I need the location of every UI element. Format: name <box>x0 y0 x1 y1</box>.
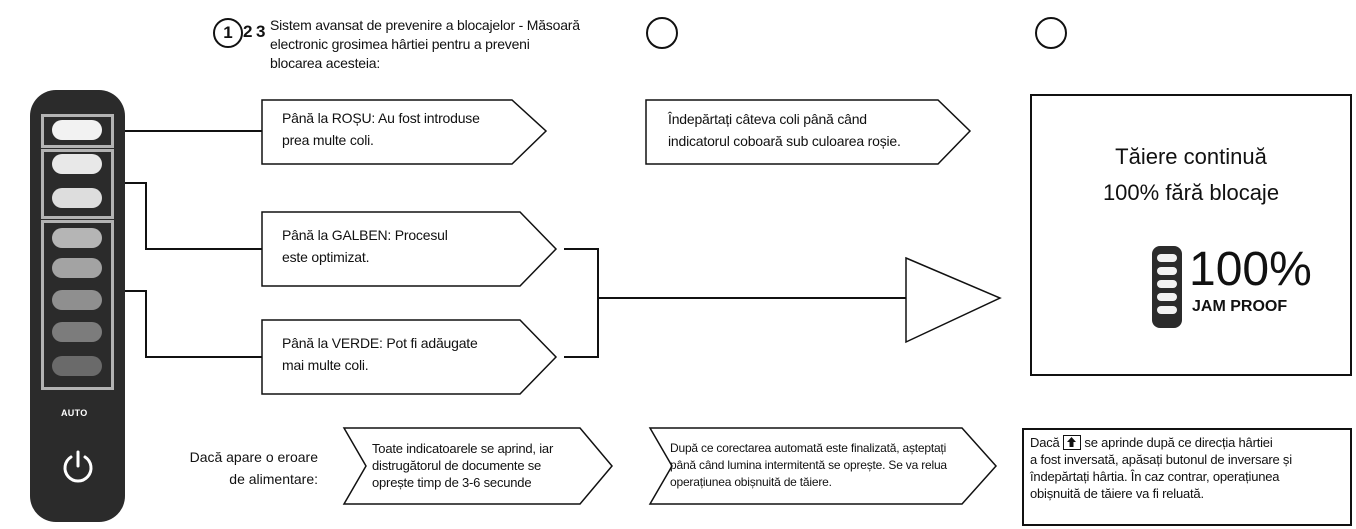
green-level-arrow <box>261 319 558 395</box>
result-line-1: Tăiere continuă <box>1115 144 1267 169</box>
reverse-note-line-1-post: se aprinde după ce direcția hârtiei <box>1084 435 1273 450</box>
yellow-zone-frame <box>41 149 114 219</box>
error-arrow-1 <box>342 427 613 505</box>
power-icon[interactable] <box>59 448 97 486</box>
yellow-level-line-2: este optimizat. <box>282 249 370 265</box>
intro-text: Sistem avansat de prevenire a blocajelor… <box>270 16 580 73</box>
red-level-text: Până la ROȘU: Au fost introduse prea mul… <box>282 107 480 151</box>
jam-proof-badge: JAM PROOF <box>1192 298 1288 315</box>
shredder-control-panel: AUTO <box>30 90 125 522</box>
yellow-level-line-1: Până la GALBEN: Procesul <box>282 227 448 243</box>
mini-led-1 <box>1157 254 1177 262</box>
green-zone-frame <box>41 220 114 390</box>
error-box-2-text: După ce corectarea automată este finaliz… <box>670 440 947 491</box>
step-3-number: 3 <box>256 22 266 41</box>
red-action-arrow <box>645 99 972 165</box>
error-box-1-line-1: Toate indicatoarele se aprind, iar <box>372 441 554 456</box>
led-2 <box>52 154 102 174</box>
red-action-line-2: indicatorul coboară sub culoarea roșie. <box>668 133 901 149</box>
reverse-note-line-1: Dacă se aprinde după ce direcția hârtiei <box>1030 434 1292 451</box>
error-box-2-line-2: până când lumina intermitentă se oprește… <box>670 458 947 472</box>
mini-led-2 <box>1157 267 1177 275</box>
green-level-text: Până la VERDE: Pot fi adăugate mai multe… <box>282 332 478 376</box>
intro-line-3: blocarea acesteia: <box>270 55 381 71</box>
mini-led-4 <box>1157 293 1177 301</box>
error-label-line-1: Dacă apare o eroare <box>189 449 318 465</box>
error-label: Dacă apare o eroare de alimentare: <box>180 446 318 490</box>
led-7 <box>52 322 102 342</box>
error-box-2-line-3: operațiunea obișnuită de tăiere. <box>670 475 832 489</box>
led-8 <box>52 356 102 376</box>
mini-led-5 <box>1157 306 1177 314</box>
error-box-1-line-2: distrugătorul de documente se <box>372 458 542 473</box>
red-level-line-1: Până la ROȘU: Au fost introduse <box>282 110 480 126</box>
result-box: Tăiere continuă 100% fără blocaje 100% J… <box>1030 94 1352 376</box>
big-result-arrow <box>905 256 1002 344</box>
reverse-arrow-icon <box>1062 435 1081 450</box>
step-1-circle: 1 <box>213 18 243 48</box>
led-4 <box>52 228 102 248</box>
led-6 <box>52 290 102 310</box>
merge-bracket <box>564 248 599 358</box>
error-box-1-line-3: oprește timp de 3-6 secunde <box>372 475 532 490</box>
red-level-arrow <box>261 99 548 165</box>
green-level-line-1: Până la VERDE: Pot fi adăugate <box>282 335 478 351</box>
red-action-text: Îndepărtați câteva coli până când indica… <box>668 108 901 152</box>
led-1 <box>52 120 102 140</box>
reverse-note-box: Dacă se aprinde după ce direcția hârtiei… <box>1022 428 1352 526</box>
intro-line-1: Sistem avansat de prevenire a blocajelor… <box>270 17 580 33</box>
red-zone-frame <box>41 114 114 148</box>
error-arrow-2 <box>648 427 998 505</box>
step-3-circle <box>1035 17 1067 49</box>
jam-proof-percent: 100% <box>1189 243 1312 296</box>
jam-proof-indicator-icon <box>1152 246 1182 328</box>
led-3 <box>52 188 102 208</box>
reverse-note-line-4: obișnuită de tăiere va fi reluată. <box>1030 486 1204 501</box>
reverse-note-line-2: a fost inversată, apăsați butonul de inv… <box>1030 452 1292 467</box>
led-5 <box>52 258 102 278</box>
result-line-2: 100% fără blocaje <box>1102 180 1280 205</box>
reverse-note-line-3: îndepărtați hârtia. În caz contrar, oper… <box>1030 469 1280 484</box>
step-2-circle <box>646 17 678 49</box>
auto-label: AUTO <box>61 408 88 418</box>
error-box-2-line-1: După ce corectarea automată este finaliz… <box>670 441 947 455</box>
error-label-line-2: de alimentare: <box>229 471 318 487</box>
reverse-note-line-1-pre: Dacă <box>1030 435 1060 450</box>
red-action-line-1: Îndepărtați câteva coli până când <box>668 111 867 127</box>
green-connector <box>118 290 262 358</box>
yellow-level-arrow <box>261 211 558 287</box>
green-level-line-2: mai multe coli. <box>282 357 369 373</box>
mini-led-3 <box>1157 280 1177 288</box>
reverse-note-text: Dacă se aprinde după ce direcția hârtiei… <box>1030 434 1292 502</box>
step-2-number: 2 <box>243 22 253 41</box>
intro-line-2: electronic grosimea hârtiei pentru a pre… <box>270 36 530 52</box>
yellow-connector <box>118 182 262 250</box>
step-1-number: 1 <box>223 23 233 42</box>
red-level-line-2: prea multe coli. <box>282 132 374 148</box>
error-box-1-text: Toate indicatoarele se aprind, iar distr… <box>372 440 553 491</box>
yellow-level-text: Până la GALBEN: Procesul este optimizat. <box>282 224 448 268</box>
